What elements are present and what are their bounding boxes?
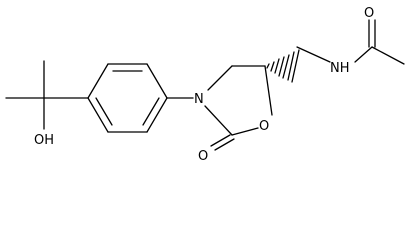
hashed-wedge-bond xyxy=(266,49,300,83)
bond-c5-o xyxy=(264,65,273,116)
wedge-hash xyxy=(270,61,275,72)
wedge-hash xyxy=(287,51,295,81)
atom-label-oh: OH xyxy=(34,133,54,148)
atom-label-nh: NH xyxy=(330,61,350,76)
atom-label-o-amide: O xyxy=(364,6,374,21)
bond-o-c2 xyxy=(231,127,259,136)
wedge-hash xyxy=(291,49,300,83)
molecule-drawing: OH N O O NH O xyxy=(5,6,405,164)
wedge-hash xyxy=(274,58,280,74)
wedge-hash xyxy=(266,63,270,69)
structure-canvas: OH N O O NH O xyxy=(5,6,405,164)
bond-carbonyl-double-a xyxy=(210,134,231,147)
benzene-inner-double-bond xyxy=(95,97,113,126)
benzene-bond xyxy=(87,97,109,133)
atom-label-o-carbonyl: O xyxy=(198,149,208,164)
wedge-hash xyxy=(278,56,285,77)
bond-n-ch2 xyxy=(207,65,233,91)
benzene-bond xyxy=(146,63,168,99)
bond-c2-n xyxy=(204,105,233,136)
oxazolidinone-ring xyxy=(166,65,273,151)
benzene-bond xyxy=(87,63,109,99)
atom-label-n: N xyxy=(194,92,204,107)
benzene-inner-double-bond xyxy=(142,97,160,126)
bond-carbonyl-methyl xyxy=(371,46,405,65)
bond-carbonyl-double-b xyxy=(214,138,235,151)
acetamide-group xyxy=(296,19,405,65)
wedge-hash xyxy=(282,54,290,79)
bond-ch2-nh xyxy=(296,46,331,63)
benzene-ring xyxy=(87,63,168,133)
benzene-bond xyxy=(146,97,168,133)
atom-label-o-ring: O xyxy=(259,119,269,134)
bond-nh-carbonyl xyxy=(354,46,373,63)
hydroxyisopropyl-group xyxy=(5,60,89,130)
